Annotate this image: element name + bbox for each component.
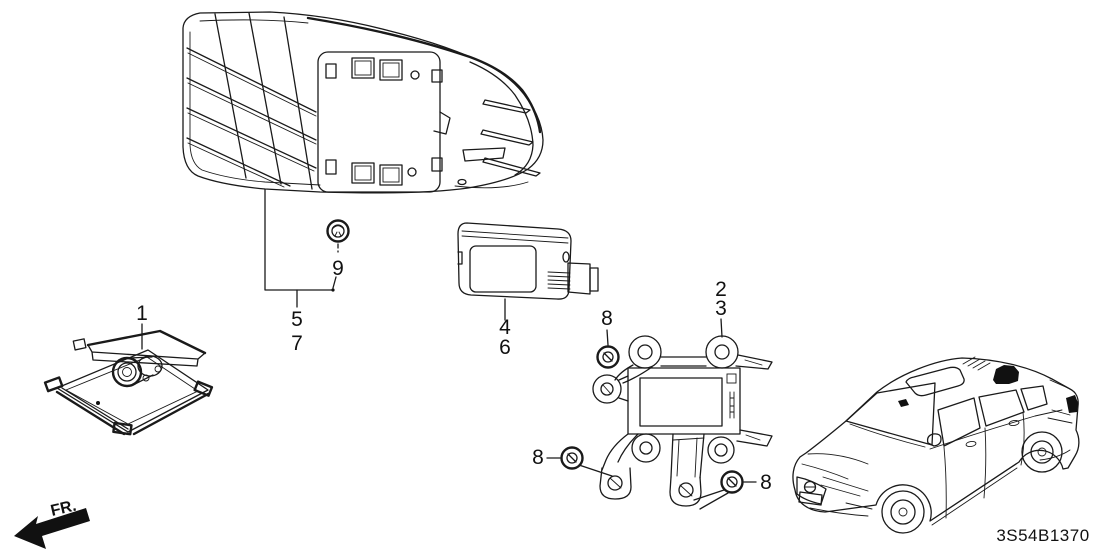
fr-arrow-icon xyxy=(14,508,90,549)
vehicle-location-drawing xyxy=(792,356,1080,534)
cover-leader-lines xyxy=(264,188,339,308)
callout-3[interactable]: 3 xyxy=(715,297,727,320)
callout-6[interactable]: 6 xyxy=(499,336,511,359)
fr-label: FR. xyxy=(49,498,78,520)
radar-unit-drawing xyxy=(457,222,599,321)
callout-8a[interactable]: 8 xyxy=(601,307,613,330)
callout-5[interactable]: 5 xyxy=(291,308,303,331)
callout-7[interactable]: 7 xyxy=(291,332,303,355)
diagram-code: 3S54B1370 xyxy=(996,526,1089,545)
callout-8b[interactable]: 8 xyxy=(532,446,544,469)
nut-drawing-bottom-right xyxy=(693,470,757,510)
callout-4[interactable]: 4 xyxy=(499,316,511,339)
fr-direction-indicator: FR. xyxy=(14,498,90,549)
roof-module-marker xyxy=(993,358,1019,384)
nut-drawing-bottom-left xyxy=(546,446,613,477)
camera-cover-drawing xyxy=(182,11,544,194)
callout-9[interactable]: 9 xyxy=(332,257,344,280)
nut-drawing-top xyxy=(596,329,620,369)
camera-location-marker xyxy=(898,399,909,407)
callout-2[interactable]: 2 xyxy=(715,278,727,301)
sunroof-outline xyxy=(905,366,965,397)
grommet-drawing xyxy=(326,219,350,243)
callout-8c[interactable]: 8 xyxy=(760,471,772,494)
callout-1[interactable]: 1 xyxy=(136,302,148,325)
rear-marker xyxy=(1066,395,1078,413)
bracket-drawing xyxy=(592,318,773,507)
camera-unit-drawing xyxy=(43,323,214,436)
